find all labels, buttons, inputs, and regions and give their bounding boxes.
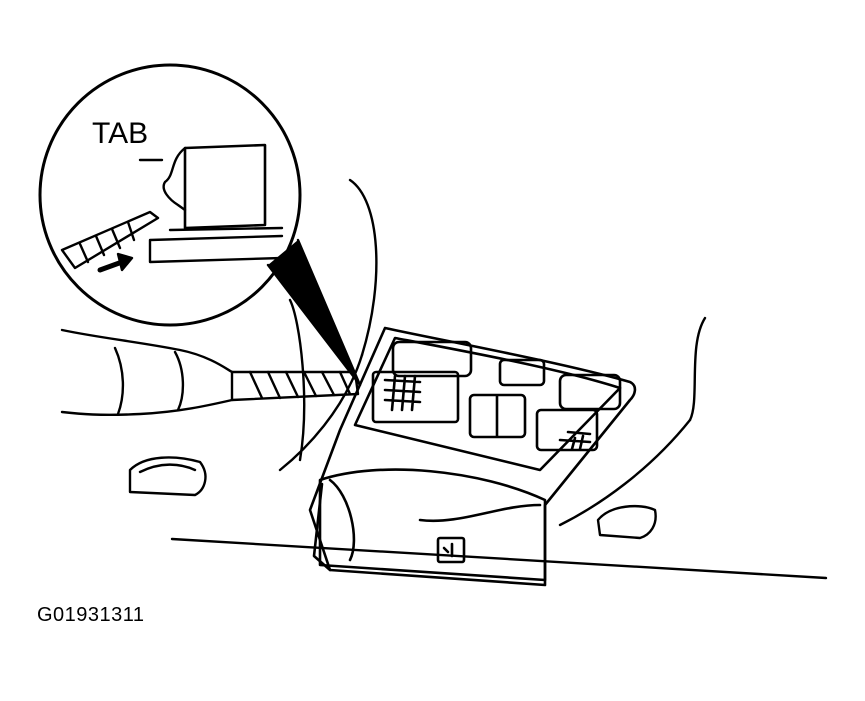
tab-label: TAB: [92, 117, 149, 150]
magnified-callout: [38, 63, 362, 387]
tab-hook: [162, 146, 187, 212]
arrow-icon: [97, 259, 125, 273]
figure-id: G01931311: [37, 604, 145, 626]
overhead-console: [308, 326, 637, 587]
screwdriver-tip: [60, 210, 160, 270]
screwdriver: [60, 328, 360, 417]
headliner: [128, 178, 828, 580]
